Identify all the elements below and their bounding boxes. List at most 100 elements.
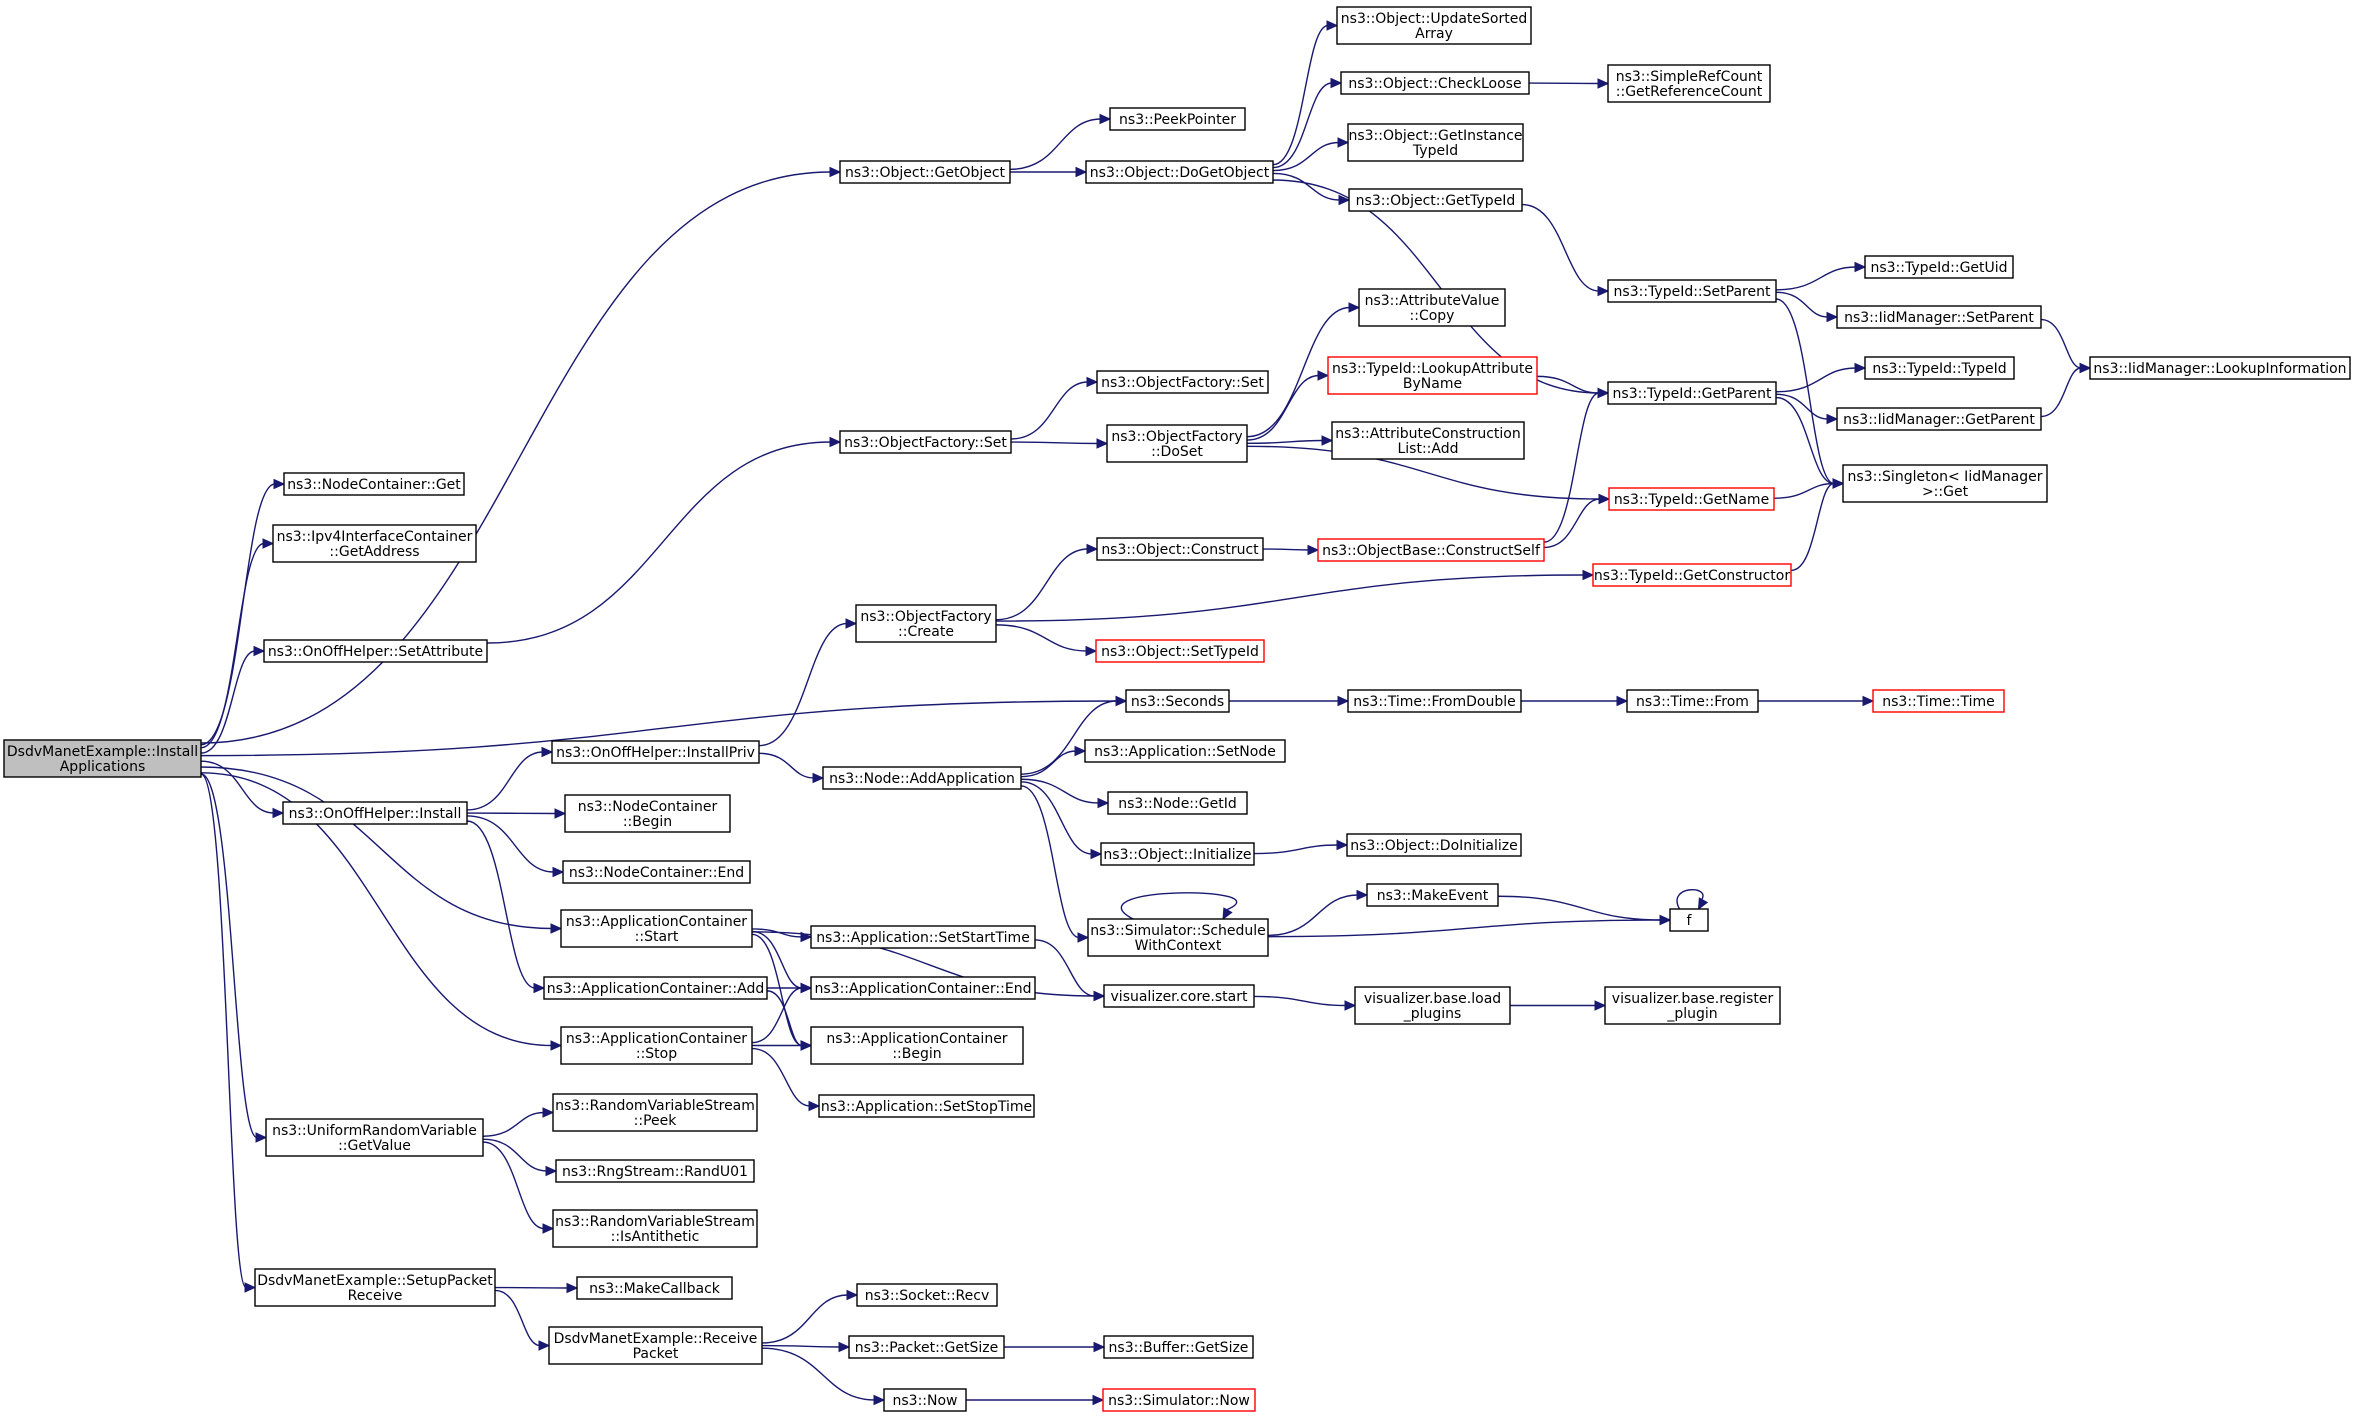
node-box — [1087, 918, 1269, 957]
node-obj-settypeid[interactable]: ns3::Object::SetTypeId — [1095, 639, 1265, 663]
node-node-addapp[interactable]: ns3::Node::AddApplication — [822, 766, 1022, 790]
node-of-doset[interactable]: ns3::ObjectFactory::DoSet — [1106, 424, 1248, 463]
call-edge — [766, 990, 803, 1047]
node-onoff-install[interactable]: ns3::OnOffHelper::Install — [282, 801, 468, 825]
node-singleton-get[interactable]: ns3::Singleton< IidManager >::Get — [1842, 464, 2048, 503]
node-box — [1102, 1388, 1256, 1412]
node-box — [1592, 563, 1792, 587]
node-label: f — [1687, 913, 1693, 929]
node-box — [1317, 538, 1545, 562]
node-obj-initialize[interactable]: ns3::Object::Initialize — [1100, 842, 1255, 866]
arrowhead — [554, 808, 567, 819]
arrowhead — [1862, 695, 1875, 707]
node-obj-doinitialize[interactable]: ns3::Object::DoInitialize — [1346, 833, 1522, 857]
node-of-set1[interactable]: ns3::ObjectFactory::Set — [839, 430, 1012, 454]
node-obj-construct[interactable]: ns3::Object::Construct — [1096, 537, 1264, 561]
node-f[interactable]: f — [1669, 908, 1709, 932]
node-sim-now[interactable]: ns3::Simulator::Now — [1102, 1388, 1256, 1412]
node-time-time[interactable]: ns3::Time::Time — [1872, 689, 2005, 713]
node-randu01[interactable]: ns3::RngStream::RandU01 — [555, 1159, 755, 1183]
node-urv-getvalue[interactable]: ns3::UniformRandomVariable::GetValue — [265, 1118, 484, 1157]
node-ac-begin[interactable]: ns3::ApplicationContainer::Begin — [810, 1026, 1024, 1065]
node-box — [552, 1093, 758, 1132]
node-of-create[interactable]: ns3::ObjectFactory::Create — [855, 604, 997, 643]
node-iid-setparent[interactable]: ns3::IidManager::SetParent — [1836, 305, 2042, 329]
node-simplerefcount[interactable]: ns3::SimpleRefCount::GetReferenceCount — [1607, 64, 1771, 103]
call-edge — [494, 1289, 541, 1347]
node-label: ::Copy — [1410, 308, 1455, 324]
node-label: ns3::TypeId::LookupAttribute — [1332, 361, 1533, 377]
node-obj-gettypeid[interactable]: ns3::Object::GetTypeId — [1348, 188, 1523, 212]
node-socket-recv[interactable]: ns3::Socket::Recv — [856, 1283, 998, 1307]
node-objbase-constructself[interactable]: ns3::ObjectBase::ConstructSelf — [1317, 538, 1545, 562]
node-makecallback[interactable]: ns3::MakeCallback — [576, 1276, 733, 1300]
node-now[interactable]: ns3::Now — [883, 1388, 967, 1412]
node-box — [1607, 64, 1771, 103]
node-app-setstop[interactable]: ns3::Application::SetStopTime — [818, 1094, 1035, 1118]
node-time-from[interactable]: ns3::Time::From — [1626, 689, 1759, 713]
node-time-fromdouble[interactable]: ns3::Time::FromDouble — [1347, 689, 1522, 713]
node-app-setstart[interactable]: ns3::Application::SetStartTime — [810, 925, 1036, 949]
call-edge — [200, 650, 256, 754]
call-edge — [1790, 482, 1835, 572]
node-node-getid[interactable]: ns3::Node::GetId — [1107, 791, 1248, 815]
call-edge — [200, 766, 553, 930]
node-typeid-setparent[interactable]: ns3::TypeId::SetParent — [1607, 279, 1777, 303]
node-attr-copy[interactable]: ns3::AttributeValue::Copy — [1358, 288, 1506, 327]
node-ac-add[interactable]: ns3::ApplicationContainer::Add — [543, 976, 768, 1000]
node-peekpointer[interactable]: ns3::PeekPointer — [1109, 107, 1246, 131]
node-typeid-getparent[interactable]: ns3::TypeId::GetParent — [1607, 381, 1777, 405]
node-viz-register[interactable]: visualizer.base.register_plugin — [1604, 986, 1781, 1025]
node-typeid-getconstructor[interactable]: ns3::TypeId::GetConstructor — [1592, 563, 1792, 587]
node-iid-lookupinfo[interactable]: ns3::IidManager::LookupInformation — [2089, 356, 2351, 380]
node-label: >::Get — [1922, 484, 1969, 500]
node-viz-loadplugins[interactable]: visualizer.base.load_plugins — [1354, 986, 1511, 1025]
node-obj-dogetobject[interactable]: ns3::Object::DoGetObject — [1085, 160, 1274, 184]
node-label: ns3::ApplicationContainer — [566, 1031, 747, 1047]
node-rvs-peek[interactable]: ns3::RandomVariableStream::Peek — [552, 1093, 758, 1132]
node-label: List::Add — [1397, 441, 1458, 457]
node-iid-getparent[interactable]: ns3::IidManager::GetParent — [1836, 407, 2042, 431]
call-edge — [482, 1111, 545, 1137]
node-ac-start[interactable]: ns3::ApplicationContainer::Start — [560, 909, 753, 948]
node-label: ::Begin — [892, 1046, 941, 1062]
node-box — [1608, 487, 1775, 511]
node-box — [839, 160, 1011, 184]
node-onoff-setattr[interactable]: ns3::OnOffHelper::SetAttribute — [263, 639, 488, 663]
arrowhead — [1085, 645, 1098, 657]
node-obj-getobject[interactable]: ns3::Object::GetObject — [839, 160, 1011, 184]
node-nc-get[interactable]: ns3::NodeContainer::Get — [283, 472, 465, 496]
node-typeid-getuid[interactable]: ns3::TypeId::GetUid — [1864, 255, 2014, 279]
node-nc-end[interactable]: ns3::NodeContainer::End — [562, 860, 751, 884]
node-of-set2[interactable]: ns3::ObjectFactory::Set — [1096, 370, 1269, 394]
arrowhead — [1597, 387, 1610, 399]
call-edge — [1543, 392, 1600, 543]
node-seconds[interactable]: ns3::Seconds — [1125, 689, 1230, 713]
node-rvs-anti[interactable]: ns3::RandomVariableStream::IsAntithetic — [552, 1209, 758, 1248]
node-nc-begin[interactable]: ns3::NodeContainer::Begin — [564, 794, 731, 833]
node-app-setnode[interactable]: ns3::Application::SetNode — [1084, 739, 1286, 763]
node-makeevent[interactable]: ns3::MakeEvent — [1366, 883, 1499, 907]
node-typeid-getname[interactable]: ns3::TypeId::GetName — [1608, 487, 1775, 511]
node-buffer-getsize[interactable]: ns3::Buffer::GetSize — [1103, 1335, 1254, 1359]
node-obj-checkloose[interactable]: ns3::Object::CheckLoose — [1340, 71, 1530, 95]
node-ipv4[interactable]: ns3::Ipv4InterfaceContainer::GetAddress — [272, 524, 477, 563]
node-ac-stop[interactable]: ns3::ApplicationContainer::Stop — [560, 1026, 753, 1065]
node-packet-getsize[interactable]: ns3::Packet::GetSize — [848, 1335, 1005, 1359]
node-ac-end[interactable]: ns3::ApplicationContainer::End — [810, 976, 1036, 1000]
node-typeid-typeid[interactable]: ns3::TypeId::TypeId — [1864, 356, 2015, 380]
node-installpriv[interactable]: ns3::OnOffHelper::InstallPriv — [551, 740, 760, 764]
node-box — [1842, 464, 2048, 503]
call-edge — [1020, 785, 1080, 939]
node-label: ns3::Object::DoGetObject — [1090, 165, 1270, 181]
node-viz-start[interactable]: visualizer.core.start — [1103, 984, 1255, 1008]
arrowhead — [1697, 897, 1709, 911]
